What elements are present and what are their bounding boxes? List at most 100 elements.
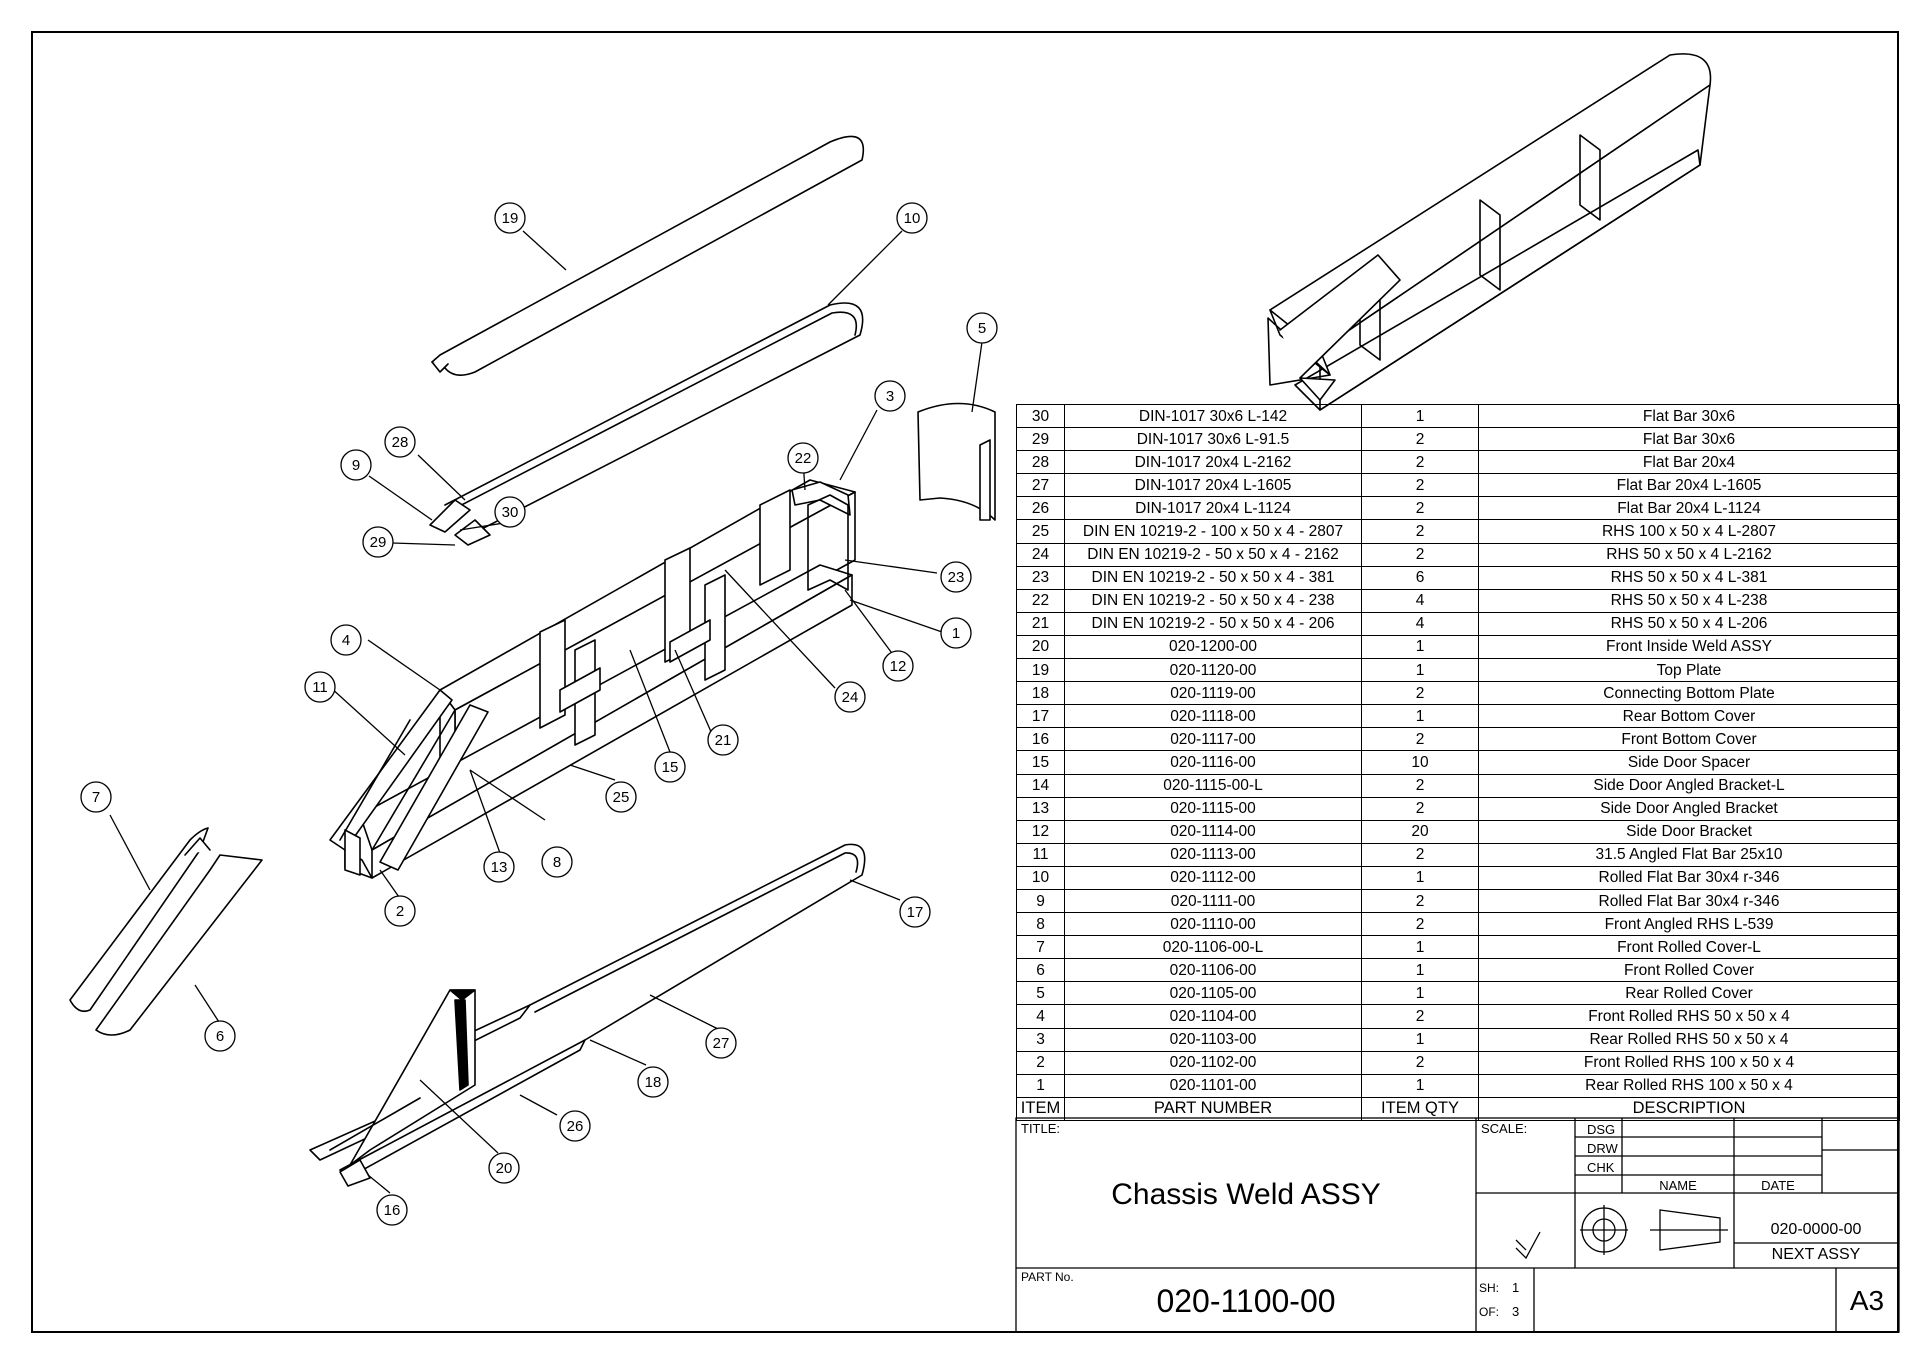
bom-description-cell: Flat Bar 20x4 L-1605	[1478, 473, 1900, 498]
bom-part-number-cell: 020-1115-00-L	[1064, 773, 1362, 798]
balloon-number: 29	[370, 534, 387, 551]
bom-item-cell: 23	[1016, 565, 1065, 590]
drawing-title: Chassis Weld ASSY	[1111, 1178, 1381, 1211]
bom-part-number-cell: 020-1114-00	[1064, 819, 1362, 844]
item-balloon: 25	[605, 781, 637, 813]
bom-part-number-cell: 020-1110-00	[1064, 912, 1362, 937]
bom-qty-cell: 4	[1361, 588, 1479, 613]
top-plate-part-19	[431, 135, 864, 376]
bom-part-number-cell: 020-1106-00	[1064, 958, 1362, 983]
bom-description-cell: Flat Bar 30x6	[1478, 427, 1900, 452]
of-value: 3	[1512, 1304, 1520, 1319]
bom-description-cell: Front Rolled Cover	[1478, 958, 1900, 983]
item-balloon: 8	[541, 846, 573, 878]
bom-qty-cell: 2	[1361, 842, 1479, 867]
bom-item-cell: 6	[1016, 958, 1065, 983]
item-balloon: 15	[654, 751, 686, 783]
item-balloon: 28	[384, 426, 416, 458]
bom-qty-cell: 2	[1361, 496, 1479, 521]
item-balloon: 16	[376, 1194, 408, 1226]
item-balloon: 4	[330, 624, 362, 656]
bom-description-cell: Rear Rolled Cover	[1478, 981, 1900, 1006]
bom-description-cell: Flat Bar 20x4 L-1124	[1478, 496, 1900, 521]
bom-qty-cell: 2	[1361, 1050, 1479, 1075]
bom-header-cell: ITEM QTY	[1361, 1096, 1479, 1121]
bom-description-cell: Front Rolled RHS 50 x 50 x 4	[1478, 1004, 1900, 1029]
part-no-label: PART No.	[1021, 1270, 1074, 1284]
bom-part-number-cell: 020-1200-00	[1064, 634, 1362, 660]
bom-qty-cell: 4	[1361, 611, 1479, 636]
item-balloon: 24	[834, 681, 866, 713]
bom-item-cell: 10	[1016, 865, 1065, 890]
balloon-number: 13	[491, 859, 508, 876]
bom-item-cell: 4	[1016, 1004, 1065, 1029]
bom-description-cell: RHS 50 x 50 x 4 L-381	[1478, 565, 1900, 590]
item-balloon: 18	[637, 1066, 669, 1098]
bom-description-cell: Rear Rolled RHS 100 x 50 x 4	[1478, 1073, 1900, 1098]
balloon-number: 22	[795, 450, 812, 467]
bom-description-cell: Top Plate	[1478, 658, 1900, 683]
balloon-number: 11	[312, 679, 328, 696]
balloon-number: 9	[352, 457, 360, 474]
bom-item-cell: 22	[1016, 588, 1065, 613]
bom-description-cell: RHS 50 x 50 x 4 L-238	[1478, 588, 1900, 613]
bom-description-cell: RHS 50 x 50 x 4 L-206	[1478, 611, 1900, 636]
bom-item-cell: 3	[1016, 1027, 1065, 1052]
balloon-number: 17	[907, 904, 924, 921]
bom-description-cell: Side Door Angled Bracket	[1478, 796, 1900, 821]
bom-qty-cell: 2	[1361, 912, 1479, 937]
bom-description-cell: Front Inside Weld ASSY	[1478, 634, 1900, 660]
bom-qty-cell: 2	[1361, 773, 1479, 798]
balloon-number: 26	[567, 1118, 584, 1135]
item-balloon: 3	[874, 380, 906, 412]
item-balloon: 5	[966, 312, 998, 344]
item-balloon: 21	[707, 724, 739, 756]
bom-part-number-cell: 020-1116-00	[1064, 750, 1362, 775]
item-balloon: 10	[896, 202, 928, 234]
bom-item-cell: 2	[1016, 1050, 1065, 1075]
bom-part-number-cell: DIN EN 10219-2 - 50 x 50 x 4 - 2162	[1064, 542, 1362, 567]
bom-part-number-cell: 020-1113-00	[1064, 842, 1362, 867]
bom-part-number-cell: 020-1103-00	[1064, 1027, 1362, 1052]
bom-part-number-cell: DIN-1017 20x4 L-1605	[1064, 473, 1362, 498]
balloon-number: 4	[342, 632, 350, 649]
next-assy-label: NEXT ASSY	[1771, 1246, 1861, 1263]
bom-description-cell: RHS 100 x 50 x 4 L-2807	[1478, 519, 1900, 544]
balloon-number: 8	[553, 854, 561, 871]
bom-description-cell: Rolled Flat Bar 30x4 r-346	[1478, 865, 1900, 890]
bottom-cover-assembly	[309, 843, 866, 1187]
bom-part-number-cell: DIN EN 10219-2 - 50 x 50 x 4 - 381	[1064, 565, 1362, 590]
bom-description-cell: 31.5 Angled Flat Bar 25x10	[1478, 842, 1900, 867]
balloon-number: 20	[496, 1160, 513, 1177]
bom-qty-cell: 2	[1361, 727, 1479, 752]
bom-part-number-cell: DIN-1017 20x4 L-2162	[1064, 450, 1362, 475]
bom-qty-cell: 2	[1361, 542, 1479, 567]
bom-item-cell: 29	[1016, 427, 1065, 452]
bom-part-number-cell: DIN EN 10219-2 - 100 x 50 x 4 - 2807	[1064, 519, 1362, 544]
bom-part-number-cell: 020-1117-00	[1064, 727, 1362, 752]
bom-description-cell: RHS 50 x 50 x 4 L-2162	[1478, 542, 1900, 567]
sheet-label: SH:	[1479, 1281, 1500, 1295]
name-label: NAME	[1659, 1178, 1697, 1193]
sheet-size: A3	[1849, 1285, 1885, 1316]
rolled-flat-bar-part-10	[429, 302, 864, 546]
bom-item-cell: 1	[1016, 1073, 1065, 1098]
title-label: TITLE:	[1021, 1121, 1061, 1136]
bom-description-cell: Flat Bar 20x4	[1478, 450, 1900, 475]
bom-qty-cell: 20	[1361, 819, 1479, 844]
balloon-number: 27	[713, 1035, 730, 1052]
bom-qty-cell: 2	[1361, 888, 1479, 914]
balloon-number: 19	[502, 210, 519, 227]
